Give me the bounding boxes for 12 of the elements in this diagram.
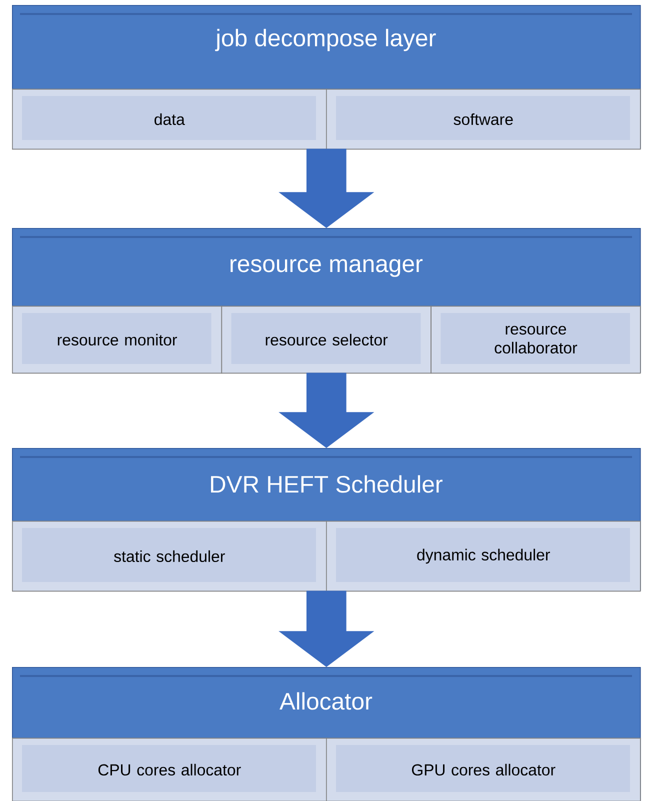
component-box: data — [12, 88, 327, 150]
component-box: dynamic scheduler — [326, 520, 641, 592]
component-box: resource collaborator — [430, 306, 641, 374]
component-box: resource selector — [221, 306, 432, 374]
component-box: static scheduler — [12, 520, 327, 592]
component-box: resource monitor — [12, 306, 222, 374]
arrow — [278, 148, 374, 228]
component-box: GPU cores allocator — [326, 738, 641, 801]
component-box: CPU cores allocator — [12, 738, 327, 801]
component-box: software — [326, 88, 641, 150]
arrow — [278, 372, 374, 448]
arrow — [278, 590, 374, 667]
